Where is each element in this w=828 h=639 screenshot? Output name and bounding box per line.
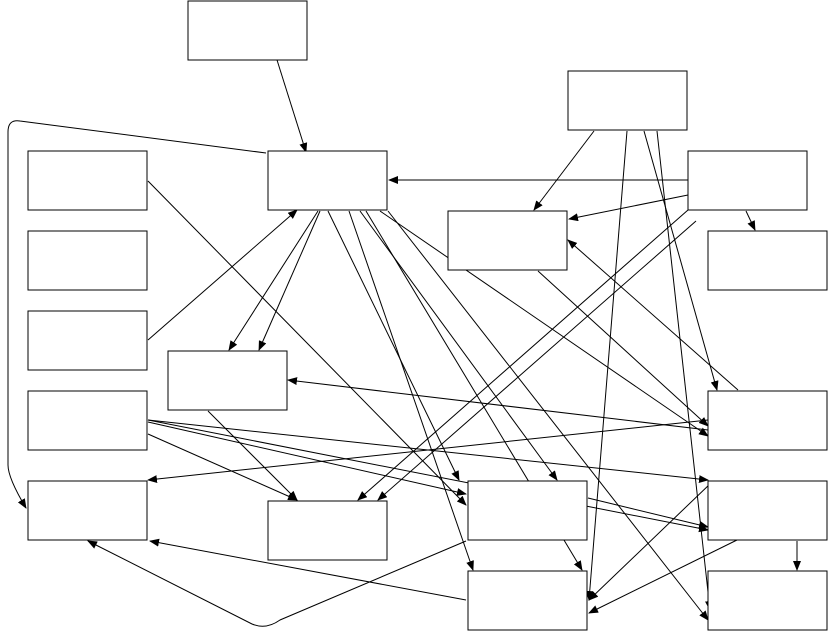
edge-right-box-4-to-center-box-2-b <box>588 539 738 614</box>
center-box-1 <box>467 480 588 541</box>
nodes <box>27 0 828 631</box>
right-box-5 <box>707 570 828 631</box>
edge-right-box-3-to-mid-upper <box>567 239 739 391</box>
edge-mid-left-to-bottom-center <box>207 410 298 501</box>
mid-left-box <box>167 350 288 411</box>
bottom-center-box <box>267 500 388 561</box>
left-box-5 <box>27 480 148 541</box>
center-box-2 <box>467 570 588 631</box>
edge-hub-to-center-box-1-a <box>327 210 460 481</box>
edge-right-box-3-to-mid-left <box>287 377 709 431</box>
edge-left-box-4-to-right-box-3 <box>147 419 709 533</box>
edge-right-box-1-to-mid-upper <box>568 194 689 222</box>
edge-right-box-1-to-bottom-center-b <box>377 220 697 501</box>
left-box-4 <box>27 390 148 451</box>
center-hub-box <box>267 150 388 211</box>
left-box-3 <box>27 310 148 371</box>
right-box-2 <box>707 230 828 291</box>
edge-center-box-1-to-right-box-4 <box>587 497 709 529</box>
edge-left-box-4-to-bottom-center <box>147 433 298 501</box>
edge-right-box-1-to-right-box-2 <box>745 210 756 231</box>
right-top-box <box>567 70 688 131</box>
edge-left-box-1-to-center-box-1 <box>147 180 467 506</box>
left-box-2 <box>27 230 148 291</box>
edge-left-box-4-to-center-box-1 <box>147 421 467 496</box>
edge-mid-upper-to-right-box-3 <box>537 270 709 427</box>
edge-center-box-2-to-left-box-4 <box>149 538 467 601</box>
edge-right-box-3-to-left-box-5 <box>147 419 709 484</box>
right-box-4 <box>707 480 828 541</box>
edge-left-box-3-to-hub <box>147 209 298 341</box>
edge-hub-loop-to-left-box-5 <box>7 120 267 509</box>
edge-hub-to-right-box-5 <box>387 210 709 621</box>
edge-top-to-hub <box>276 59 308 153</box>
edge-hub-to-right-box-3 <box>379 210 709 437</box>
right-box-1 <box>687 150 808 211</box>
edge-hub-to-mid-left-a <box>228 210 319 351</box>
edge-center-box-1-to-left-box-5 <box>87 540 467 627</box>
edge-hub-to-mid-left-b <box>258 210 321 351</box>
edge-right-top-to-right-box-5 <box>656 130 713 611</box>
right-box-3 <box>707 390 828 451</box>
edge-right-top-to-mid-upper <box>533 130 595 211</box>
top-box <box>187 0 308 61</box>
edges <box>7 59 801 627</box>
edge-right-top-to-center-box-2 <box>585 130 628 601</box>
edge-right-top-to-right-box-3 <box>643 130 719 391</box>
left-box-1 <box>27 150 148 211</box>
edge-hub-to-center-box-2-a <box>348 210 474 571</box>
edge-right-box-4-to-center-box-2-a <box>588 482 712 601</box>
mid-upper-box <box>447 210 568 271</box>
